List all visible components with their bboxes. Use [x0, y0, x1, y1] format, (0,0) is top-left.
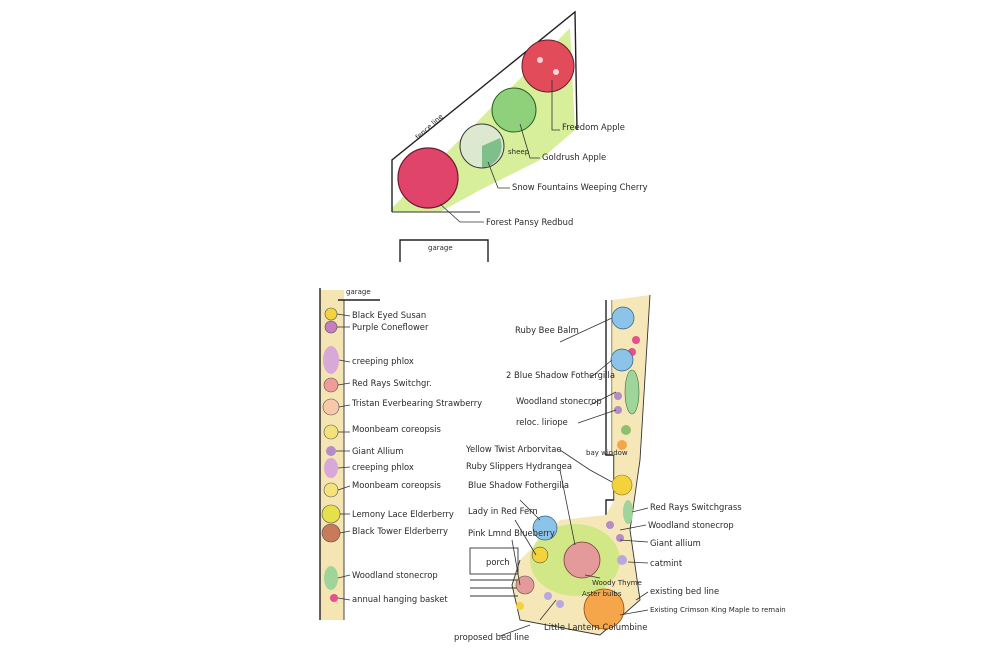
side-label-5: Tristan Everbearing Strawberry — [351, 398, 482, 408]
lady-in-red-fern-plant — [531, 546, 549, 564]
existing-bed-line-label: existing bed line — [650, 586, 719, 596]
porch — [469, 547, 519, 575]
side-label-3: creeping phlox — [352, 356, 414, 366]
goldrush-apple-label: Goldrush Apple — [542, 152, 606, 162]
top-plan: fence line garage sheep Freedom Apple Go… — [391, 10, 648, 262]
ruby-slippers-hydrangea-plant — [563, 541, 601, 579]
back-bed: Ruby Bee Balm 2 Blue Shadow Fothergilla … — [454, 294, 786, 642]
side-label-10: Lemony Lace Elderberry — [352, 509, 454, 519]
side-label-8: creeping phlox — [352, 462, 414, 472]
redbud-label: Forest Pansy Redbud — [486, 217, 573, 227]
garage-label-top: garage — [428, 244, 453, 252]
snow-fountains-label: Snow Fountains Weeping Cherry — [512, 182, 648, 192]
side-label-4: Red Rays Switchgr. — [352, 378, 432, 388]
side-label-13: annual hanging basket — [352, 594, 448, 604]
red-rays-label: Red Rays Switchgrass — [650, 502, 742, 512]
woodland-stonecrop-label: Woodland stonecrop — [516, 396, 602, 406]
blue-shadow-label: 2 Blue Shadow Fothergilla — [506, 370, 615, 380]
bay-window-label: bay window — [586, 449, 628, 457]
crimson-king-maple-tree — [584, 589, 624, 629]
black-tower-elderberry-plant — [321, 523, 341, 543]
blueberry-plant — [515, 575, 535, 595]
giant-allium-plant — [326, 446, 336, 456]
lady-in-red-label: Lady in Red Fern — [468, 506, 538, 516]
proposed-bed-line-label: proposed bed line — [454, 632, 529, 642]
moonbeam-coreopsis-plant — [323, 424, 339, 440]
creeping-phlox-plant-2 — [324, 458, 338, 478]
strawberry-plant — [322, 398, 340, 416]
giant-allium-label: Giant allium — [650, 538, 701, 548]
fence-line-label: fence line — [414, 113, 445, 142]
freedom-apple-label: Freedom Apple — [562, 122, 625, 132]
blue-shadow-2-label: Blue Shadow Fothergilla — [468, 480, 569, 490]
goldrush-apple-tree — [492, 88, 536, 132]
garage-label-side: garage — [346, 288, 371, 296]
freedom-apple-tree — [522, 40, 574, 92]
side-label-7: Giant Allium — [352, 446, 403, 456]
crimson-king-label: Existing Crimson King Maple to remain — [650, 606, 786, 614]
blue-shadow-fothergilla-plant — [610, 348, 634, 372]
side-label-1: Black Eyed Susan — [352, 310, 426, 320]
bulbs-label: Aster bulbs — [582, 590, 622, 598]
moonbeam-coreopsis-plant-2 — [323, 482, 339, 498]
woodland-stonecrop-2-label: Woodland stonecrop — [648, 520, 734, 530]
ruby-bee-balm-plant — [611, 306, 635, 330]
liriope-plant — [624, 369, 640, 415]
side-label-9: Moonbeam coreopsis — [352, 480, 441, 490]
woody-thyme-label: Woody Thyme — [592, 579, 642, 587]
side-bed: garage Black Eyed Susan Purple Coneflowe… — [319, 288, 482, 620]
catmint-label: catmint — [650, 558, 683, 568]
woodland-stonecrop-plant — [324, 566, 338, 590]
forest-pansy-redbud-tree — [398, 148, 458, 208]
ruby-bee-balm-label: Ruby Bee Balm — [515, 325, 579, 335]
fence-line — [391, 10, 578, 212]
ruby-slippers-label: Ruby Slippers Hydrangea — [466, 461, 572, 471]
side-label-11: Black Tower Elderberry — [352, 526, 448, 536]
garage-top — [399, 239, 489, 262]
purple-coneflower-plant — [324, 320, 338, 334]
little-lantern-label: Little Lantern Columbine — [544, 622, 647, 632]
side-label-6: Moonbeam coreopsis — [352, 424, 441, 434]
side-label-12: Woodland stonecrop — [352, 570, 438, 580]
porch-label: porch — [486, 557, 510, 567]
catmint-plant — [617, 555, 627, 565]
yellow-twist-arborvitae-plant — [611, 474, 633, 496]
creeping-phlox-plant — [323, 346, 339, 374]
sheep-label: sheep — [508, 148, 530, 156]
side-label-2: Purple Coneflower — [352, 322, 429, 332]
red-rays-switchgrass-plant-2 — [623, 500, 633, 524]
hanging-basket — [330, 594, 338, 602]
blue-shadow-fothergilla-plant-2 — [532, 515, 558, 541]
black-eyed-susan-plant — [324, 307, 338, 321]
red-rays-switchgrass-plant — [323, 377, 339, 393]
pink-lemonade-label: Pink Lmnd Blueberry — [468, 528, 555, 538]
yellow-twist-label: Yellow Twist Arborvitae — [465, 444, 562, 454]
liriope-label: reloc. liriope — [516, 417, 568, 427]
lemony-lace-elderberry-plant — [321, 504, 341, 524]
